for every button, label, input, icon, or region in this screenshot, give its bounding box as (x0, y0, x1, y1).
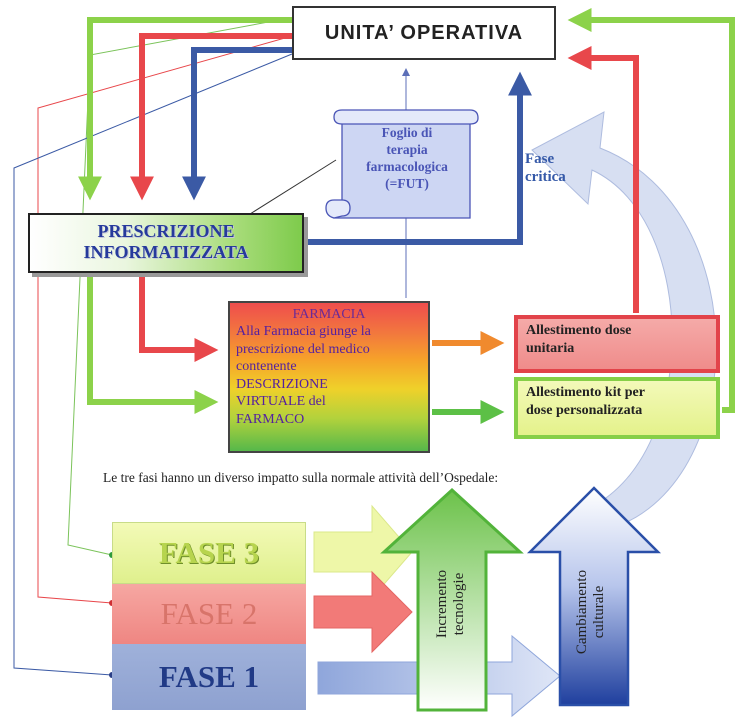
prescrizione-line-1: PRESCRIZIONE (97, 221, 235, 241)
incremento-tecnologie-arrow (380, 487, 524, 712)
kit-personalizzato-box: Allestimento kit per dose personalizzata (514, 377, 720, 439)
fase-3-box: FASE 3 (112, 522, 306, 584)
fase-critica-line-2: critica (525, 169, 566, 185)
blue-arrow-prescrizione-uo (304, 71, 532, 245)
farmacia-line: prescrizione del medico (236, 341, 370, 357)
caption-text: Le tre fasi hanno un diverso impatto sul… (103, 470, 499, 485)
kit-line-1: Allestimento kit per (526, 385, 645, 400)
fase3-arrow (313, 504, 413, 600)
green-arrow-prescrizione-farmacia (87, 275, 219, 414)
fase-1-label: FASE 1 (158, 659, 260, 694)
dose-unitaria-line-2: unitaria (526, 341, 575, 356)
fase-2-box: FASE 2 (112, 584, 306, 644)
green-arrow-uo-prescrizione (78, 17, 292, 201)
fut-line-3: farmacologica (366, 159, 448, 174)
fut-line-2: terapia (386, 142, 428, 157)
cambiamento-line-2: culturale (591, 585, 607, 639)
fut-label: Foglio di terapia farmacologica (=FUT) (350, 124, 464, 192)
thin-blue-line (13, 53, 293, 676)
fase-2-label: FASE 2 (160, 596, 258, 631)
red-arrow-prescrizione-farmacia (139, 275, 219, 362)
unita-operativa-label: UNITA’ OPERATIVA (324, 21, 524, 44)
green-arrow-kit-uo (567, 8, 735, 413)
incremento-tecnologie-label: Incremento tecnologie (434, 544, 474, 664)
dose-unitaria-line-1: Allestimento dose (526, 323, 632, 338)
fut-line-1: Foglio di (381, 125, 433, 140)
fut-line-4: (=FUT) (385, 176, 429, 191)
cambiamento-line-1: Cambiamento (574, 569, 590, 655)
dose-unitaria-box: Allestimento dose unitaria (514, 315, 720, 373)
kit-line-2: dose personalizzata (526, 403, 643, 418)
fut-scroll (325, 109, 479, 219)
farmacia-line: Alla Farmacia giunge la (236, 324, 371, 339)
farmacia-line: DESCRIZIONE (236, 376, 328, 392)
farmacia-line: contenente (236, 359, 297, 374)
cambiamento-culturale-label: Cambiamento culturale (574, 552, 614, 672)
red-arrow-dose-uo (567, 46, 639, 313)
cambiamento-culturale-arrow (526, 486, 662, 707)
prescrizione-line-2: INFORMATIZZATA (83, 242, 249, 262)
fut-link-line (249, 159, 337, 215)
farmacia-title: FARMACIA (292, 307, 366, 322)
farmacia-box: FARMACIA Alla Farmacia giunge la prescri… (228, 301, 430, 453)
farmacia-line: FARMACO (236, 411, 305, 427)
incremento-line-2: tecnologie (451, 572, 467, 636)
fase-1-box: FASE 1 (112, 644, 306, 710)
unita-operativa-box: UNITA’ OPERATIVA (292, 6, 556, 60)
red-arrow-uo-prescrizione (130, 33, 292, 201)
fase-critica-line-1: Fase (525, 151, 555, 167)
fase-critica-label: Fase critica (525, 150, 566, 186)
blue-arrow-uo-prescrizione (182, 47, 292, 201)
incremento-line-1: Incremento (434, 569, 450, 639)
fase-3-label: FASE 3 (158, 535, 260, 570)
prescrizione-box: PRESCRIZIONE INFORMATIZZATA (28, 213, 304, 273)
fase2-arrow (313, 570, 413, 654)
farmacia-line: VIRTUALE del (236, 394, 326, 409)
thin-red-line (37, 35, 293, 604)
